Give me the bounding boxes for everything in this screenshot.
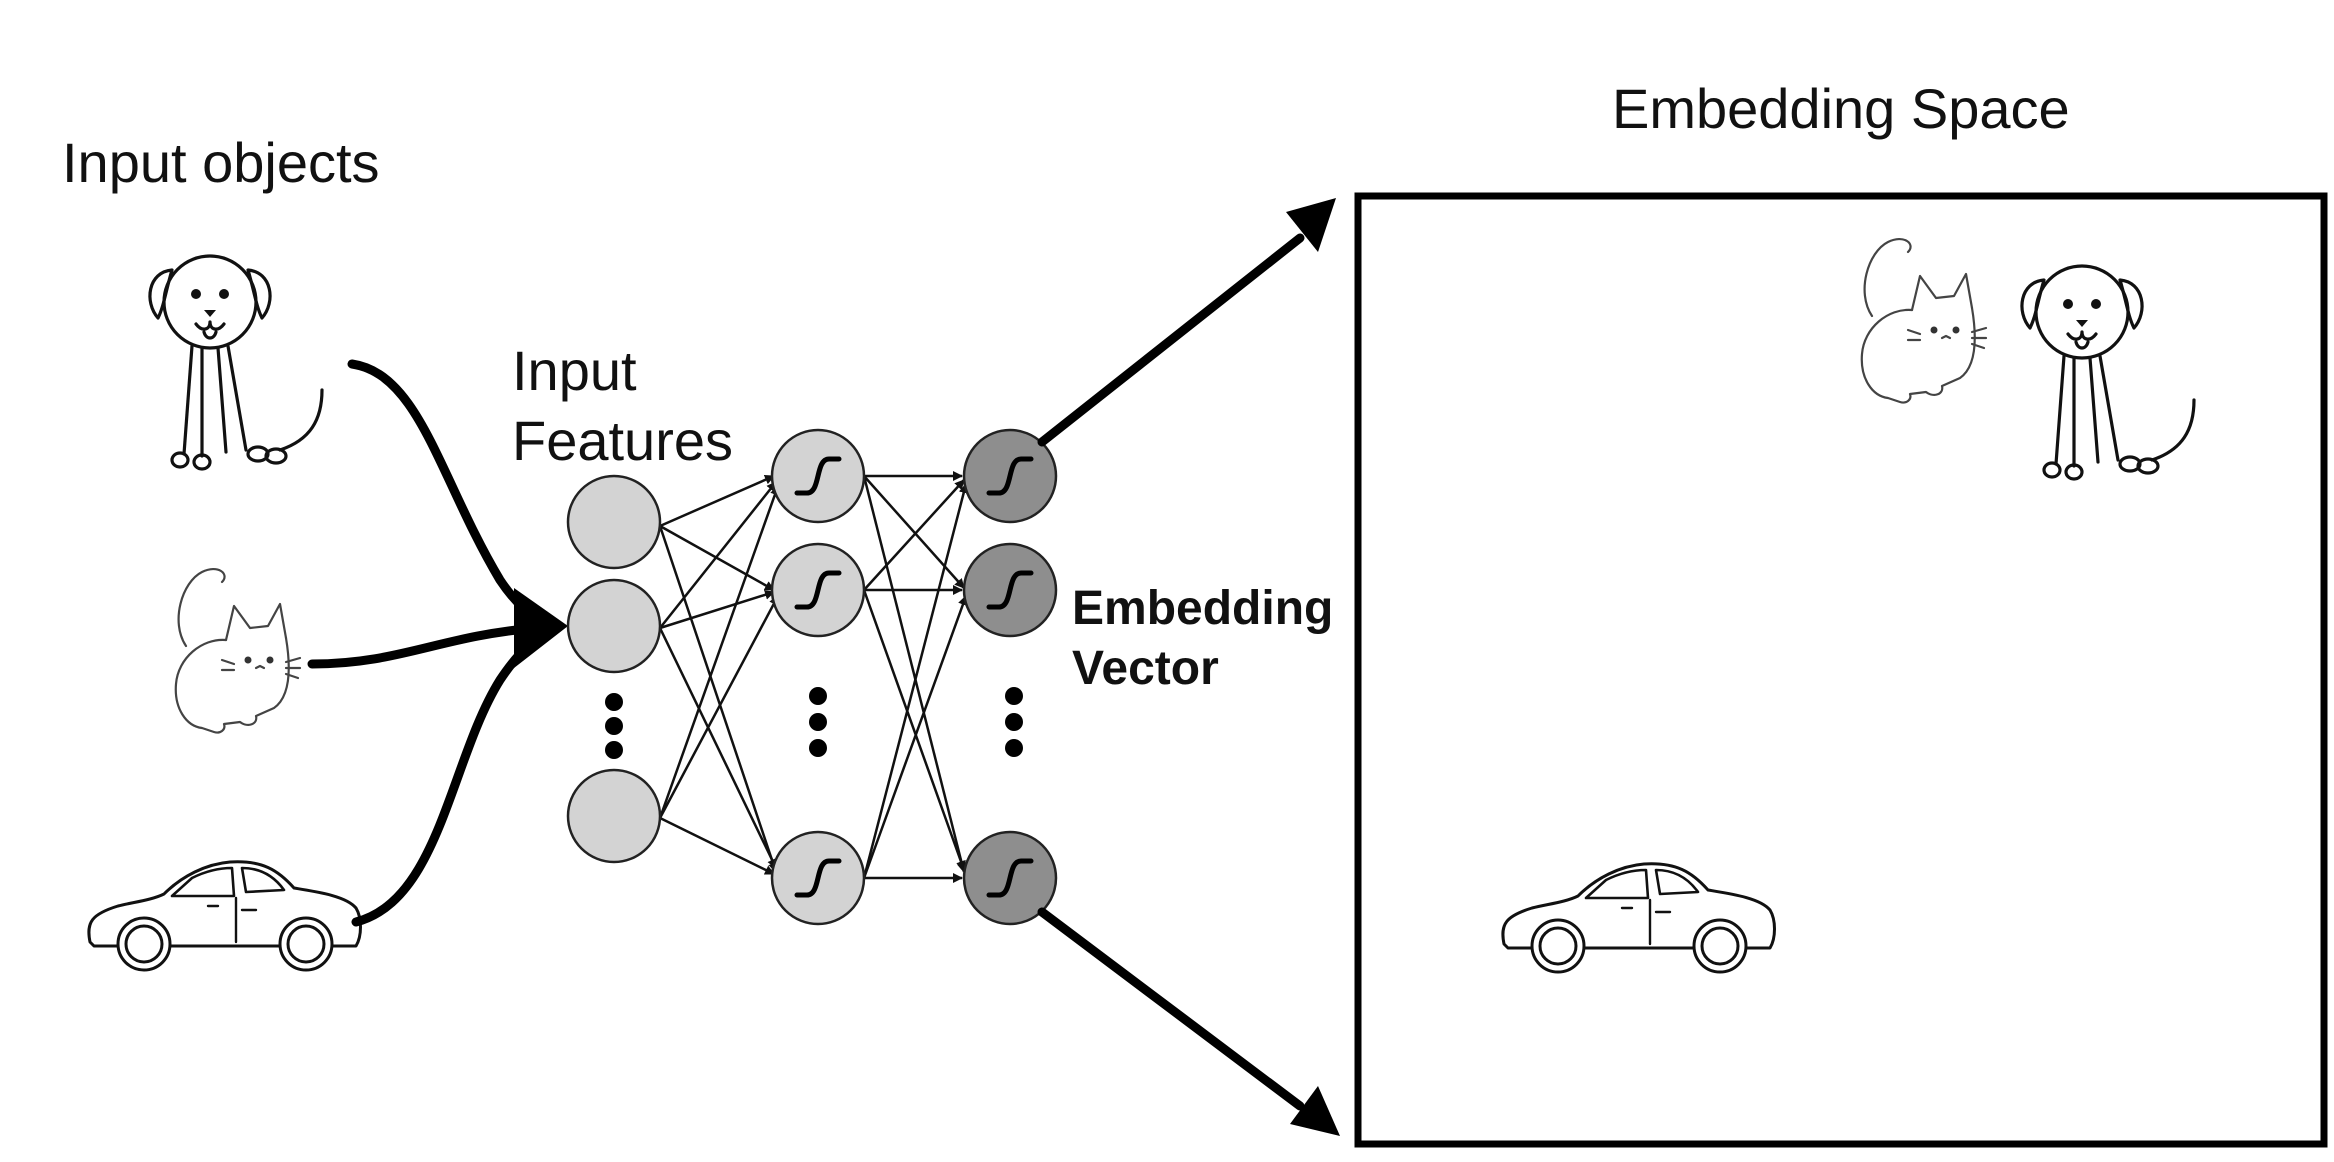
input-features-ellipsis	[605, 693, 623, 759]
input-features-label-line1: Input	[512, 339, 637, 402]
cat-to-input-curve	[307, 623, 541, 669]
dog-icon	[148, 254, 324, 471]
cat-icon	[174, 567, 302, 734]
embedding-space-box	[1354, 192, 2328, 1148]
embedded-car-icon	[1501, 862, 1776, 974]
embedded-dog-icon	[2020, 264, 2196, 481]
hidden-node	[770, 542, 866, 638]
projection-arrow-bottom	[1037, 907, 1340, 1136]
input-objects-label: Input objects	[62, 131, 380, 194]
input-features-label-line2: Features	[512, 409, 733, 472]
input-feature-node	[566, 768, 662, 864]
input-feature-node	[566, 578, 662, 674]
hidden-node	[770, 830, 866, 926]
input-to-hidden-connections	[658, 474, 780, 876]
car-to-input-curve	[351, 635, 541, 927]
hidden-node	[770, 428, 866, 524]
embedding-space-label: Embedding Space	[1612, 77, 2070, 140]
embedding-node	[962, 542, 1058, 638]
embedding-node	[962, 428, 1058, 524]
merge-arrowhead	[514, 588, 568, 668]
hidden-ellipsis	[809, 687, 827, 757]
input-feature-node	[566, 474, 662, 570]
embedding-vector-label-line2: Vector	[1072, 642, 1219, 695]
dog-to-input-curve	[347, 359, 541, 623]
embedding-vector-label-line1: Embedding	[1072, 582, 1333, 635]
hidden-to-output-connections	[862, 471, 969, 883]
embedding-ellipsis	[1005, 687, 1023, 757]
embedding-node	[962, 830, 1058, 926]
embedded-cat-icon	[1860, 237, 1988, 404]
car-icon	[87, 860, 363, 972]
projection-arrow-top	[1037, 198, 1336, 447]
